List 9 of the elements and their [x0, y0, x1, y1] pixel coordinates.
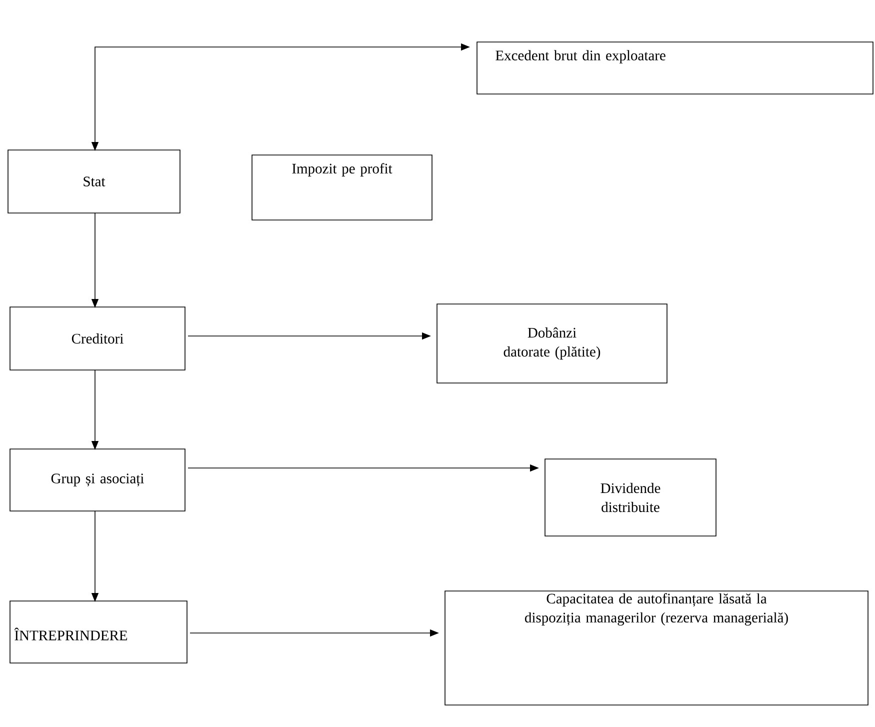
- process-box: Impozit pe profit: [252, 154, 432, 220]
- process-box: Excedent brut din exploatare: [476, 42, 874, 94]
- process-box: Stat: [8, 150, 180, 214]
- process-box: Creditori: [10, 306, 186, 370]
- process-box: Grup și asociați: [10, 448, 186, 512]
- process-box: Dobânzi datorate (plătite): [436, 304, 668, 384]
- process-box: Dividende distribuite: [544, 458, 716, 536]
- process-box: ÎNTREPRINDERE: [10, 600, 188, 664]
- process-box: Capacitatea de autofinanțare lăsată la dispoziția managerilor (rezerva managerială): [444, 590, 868, 706]
